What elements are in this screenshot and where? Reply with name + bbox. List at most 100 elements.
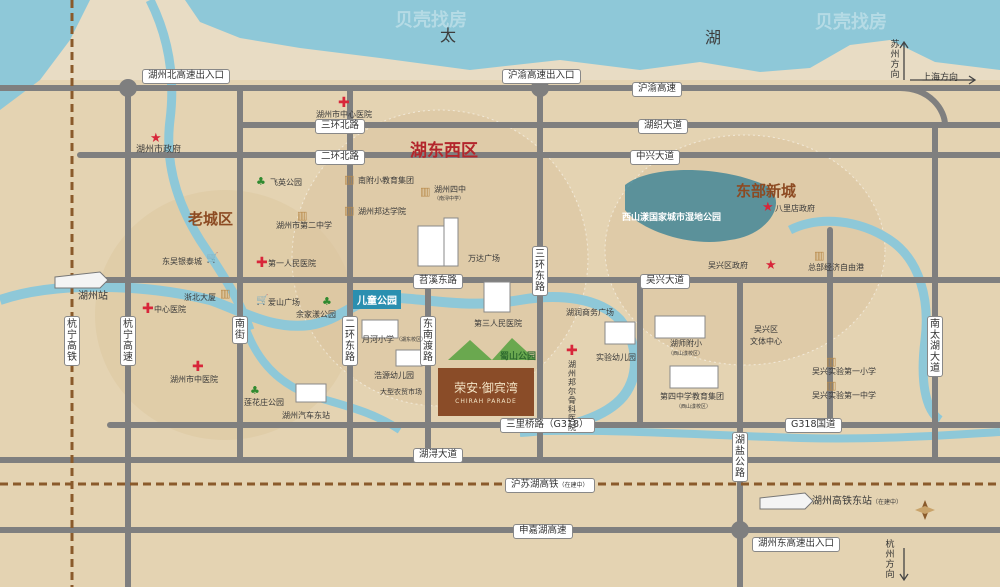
poi-xishan-wetland[interactable]: 西山漾国家城市湿地公园 xyxy=(622,213,722,223)
poi-econ-zone[interactable]: 总部经济自由港 xyxy=(808,263,864,272)
poi-zhongyi-hospital[interactable]: 湖州市中医院 xyxy=(170,375,218,384)
road-nantaihu[interactable]: 南太湖大道 xyxy=(927,316,943,377)
poi-lianhuazhuang-park[interactable]: 莲花庄公园 xyxy=(244,398,284,407)
lake-west xyxy=(0,0,90,110)
poi-feiying-park[interactable]: 飞英公园 xyxy=(270,178,302,187)
poi-huzhou-station[interactable]: 湖州站 xyxy=(78,291,108,302)
road-dongnan-du[interactable]: 东南渡路 xyxy=(420,316,436,366)
road-tiaoxi-east[interactable]: 苕溪东路 xyxy=(413,274,464,289)
poi-big-market[interactable]: 大型农贸市场 xyxy=(380,388,422,396)
watermark: 贝壳找房 xyxy=(395,10,467,31)
poi-shifu-group[interactable]: 南附小教育集团 xyxy=(358,176,414,185)
building-illustrations xyxy=(295,217,719,403)
road-husu-rail-label: 沪苏湖高铁 xyxy=(511,479,559,490)
road-zhongxing[interactable]: 中兴大道 xyxy=(630,150,681,165)
road-huzhi[interactable]: 湖织大道 xyxy=(638,119,689,134)
poi-wuxing-primary[interactable]: 吴兴实验第一小学 xyxy=(812,367,876,376)
direction-shanghai: 上海方向 xyxy=(922,73,959,83)
interchange-east xyxy=(731,521,749,539)
roads xyxy=(0,85,1000,587)
poi-huzhou-hsr-east-label: 湖州高铁东站 xyxy=(812,496,872,507)
poi-wanda[interactable]: 万达广场 xyxy=(468,254,500,263)
road-huxun[interactable]: 湖浔大道 xyxy=(413,448,464,463)
poi-dongwu-plaza[interactable]: 东吴银泰城 xyxy=(162,257,202,266)
poi-wuxing-gov[interactable]: 吴兴区政府 xyxy=(708,261,748,270)
taihu-lake xyxy=(185,0,1000,72)
road-sanhuan-north[interactable]: 三环北路 xyxy=(315,119,366,134)
poi-sizhong[interactable]: 湖州四中 xyxy=(434,185,466,194)
road-shenjiahu[interactable]: 申嘉湖高速 xyxy=(513,524,573,539)
road-huyu-exit[interactable]: 沪渝高速出入口 xyxy=(502,69,581,84)
school-icon: ▥ xyxy=(826,379,837,392)
poi-zhebei-building[interactable]: 浙北大厦 xyxy=(184,293,216,302)
poi-wuxing-center[interactable]: 吴兴区 xyxy=(754,325,778,334)
direction-suzhou: 苏州方向 xyxy=(890,40,900,80)
poi-wuxing-middle[interactable]: 吴兴实验第一中学 xyxy=(812,391,876,400)
district-east-new: 东部新城 xyxy=(736,182,797,200)
lake-label: 太 xyxy=(440,26,459,45)
school-icon: ▥ xyxy=(344,204,355,217)
star-icon: ★ xyxy=(150,131,162,146)
old-town-zone xyxy=(95,190,355,440)
road-hangning-highway[interactable]: 杭宁高速 xyxy=(120,316,136,366)
poi-first-hospital[interactable]: 第一人民医院 xyxy=(268,259,316,268)
trains xyxy=(54,271,814,510)
hospital-icon: ✚ xyxy=(566,343,578,359)
park-icon: ♣ xyxy=(256,175,266,188)
road-hudong-exit[interactable]: 湖州东高速出入口 xyxy=(752,537,841,552)
hospital-icon: ✚ xyxy=(256,255,268,271)
poi-huzhou-hsr-east[interactable]: 湖州高铁东站（在建中） xyxy=(812,497,902,507)
poi-aishan-plaza[interactable]: 爱山广场 xyxy=(268,298,300,307)
poi-yuehe-school[interactable]: 月河小学 xyxy=(362,335,394,344)
star-icon: ★ xyxy=(765,258,777,273)
poi-shifu-primary[interactable]: 湖师附小 xyxy=(670,339,702,348)
poi-third-hospital[interactable]: 第三人民医院 xyxy=(474,319,522,328)
road-g318[interactable]: G318国道 xyxy=(785,418,842,433)
poi-sizhong-note: （南浔中学） xyxy=(434,196,465,202)
road-sanhuan-east[interactable]: 三环东路 xyxy=(532,246,548,296)
poi-city-gov[interactable]: 湖州市政府 xyxy=(136,145,182,155)
project-name-en: CHIRAH PARADE xyxy=(455,398,517,405)
road-huyu-highway[interactable]: 沪渝高速 xyxy=(632,82,683,97)
poi-children-park[interactable]: 儿童公园 xyxy=(353,290,401,309)
road-erhuan-east[interactable]: 二环东路 xyxy=(342,316,358,366)
hospital-icon: ✚ xyxy=(192,359,204,375)
road-hangning-rail[interactable]: 杭宁高铁 xyxy=(64,316,80,366)
direction-hangzhou: 杭州方向 xyxy=(885,540,895,580)
shopping-cart-icon: 🛒 xyxy=(256,295,269,306)
park-icon: ♣ xyxy=(250,384,260,397)
poi-sizhong-group-note: （西山漾校区） xyxy=(676,404,712,410)
road-wuxing[interactable]: 吴兴大道 xyxy=(640,274,691,289)
road-husu-rail[interactable]: 沪苏湖高铁（在建中） xyxy=(505,478,595,493)
poi-central-hospital[interactable]: 湖州市中心医院 xyxy=(316,110,372,119)
poi-haoyuan-kg[interactable]: 浩源幼儿园 xyxy=(374,371,414,380)
road-sanliqiao[interactable]: 三里桥路（G318） xyxy=(500,418,595,433)
poi-city-no2[interactable]: 湖州市第二中学 xyxy=(276,221,332,230)
district-hudong-west: 湖东西区 xyxy=(410,141,478,161)
poi-hsr-note: （在建中） xyxy=(872,499,903,506)
school-icon: ▥ xyxy=(344,173,355,186)
poi-shiyan-kg[interactable]: 实验幼儿园 xyxy=(596,353,636,362)
poi-bus-east[interactable]: 湖州汽车东站 xyxy=(282,411,330,420)
road-husu-rail-note: （在建中） xyxy=(558,482,589,489)
poi-shushan-park[interactable]: 蜀山公园 xyxy=(500,352,537,362)
project-marker[interactable]: 荣安·御宾湾 CHIRAH PARADE xyxy=(438,368,534,416)
road-huzhou-north-exit[interactable]: 湖州北高速出入口 xyxy=(142,69,231,84)
road-hu-yan[interactable]: 湖盐公路 xyxy=(732,432,748,482)
compass xyxy=(915,500,935,520)
poi-center-hospital[interactable]: 中心医院 xyxy=(154,305,186,314)
poi-bangde-ortho[interactable]: 湖州邦尔骨科医院 xyxy=(568,360,576,432)
school-icon: ▥ xyxy=(420,185,431,198)
building-icon: ▥ xyxy=(220,287,231,300)
road-erhuan-north[interactable]: 二环北路 xyxy=(315,150,366,165)
poi-sizhong-group[interactable]: 第四中学教育集团 xyxy=(660,392,724,401)
poi-baliqiao-office[interactable]: 八里店政府 xyxy=(775,204,815,213)
poi-bangda-school[interactable]: 湖州邦达学院 xyxy=(358,207,406,216)
poi-runrun-plaza[interactable]: 湖润商务广场 xyxy=(566,308,614,317)
road-nanjie[interactable]: 南街 xyxy=(232,316,248,344)
watermark: 贝壳找房 xyxy=(815,12,887,33)
poi-yujiayang-park[interactable]: 余家漾公园 xyxy=(296,310,336,319)
